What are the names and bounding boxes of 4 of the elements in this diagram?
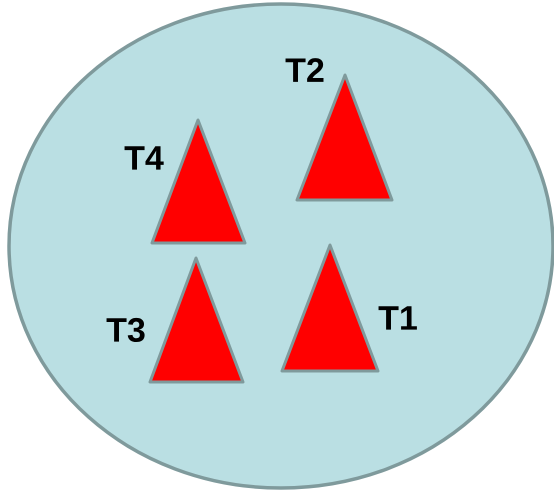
triangle-label: T1 <box>378 306 417 330</box>
triangle-label: T3 <box>106 318 145 342</box>
triangle-label: T4 <box>124 146 164 170</box>
triangle-label: T2 <box>286 58 324 82</box>
